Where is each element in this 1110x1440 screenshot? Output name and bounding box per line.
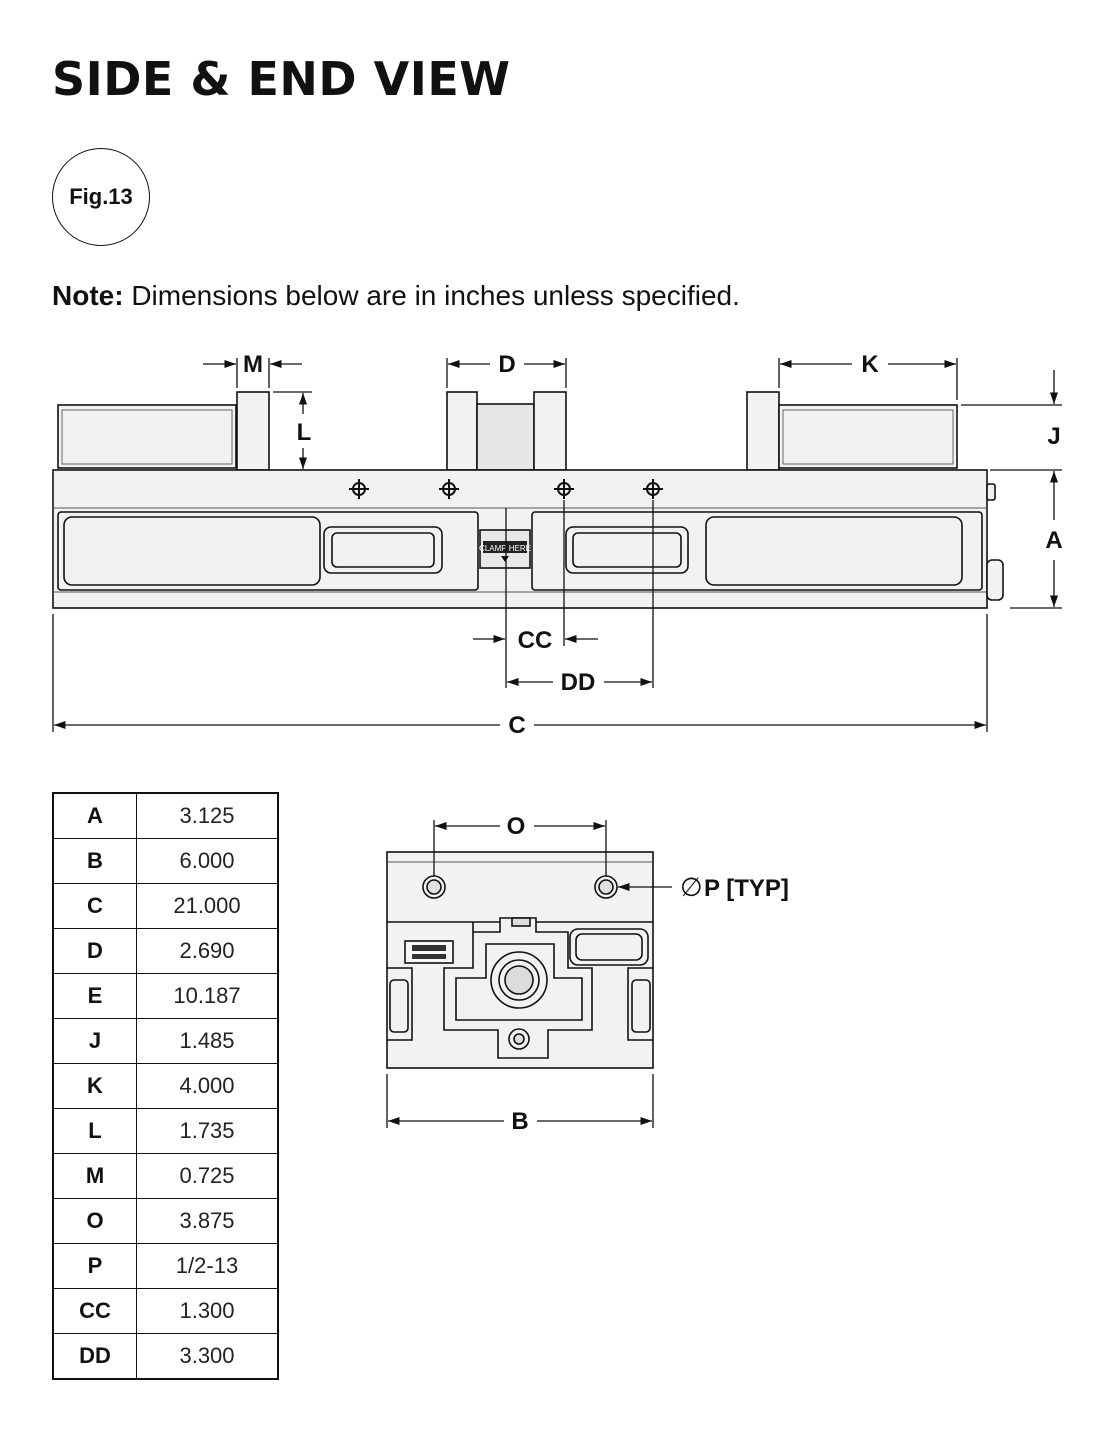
figure-label: Fig.13	[69, 184, 133, 209]
center-jaw-bridge	[476, 403, 535, 471]
dimension-key: D	[52, 928, 137, 974]
label-B: B	[511, 1108, 528, 1135]
dimension-value: 1.300	[136, 1288, 279, 1334]
label-K: K	[861, 351, 879, 378]
dimension-key: M	[52, 1153, 137, 1199]
label-CC: CC	[518, 627, 553, 654]
hole-icon	[643, 479, 663, 499]
note-text: Dimensions below are in inches unless sp…	[123, 280, 740, 311]
page-title: SIDE & END VIEW	[52, 52, 511, 106]
dimension-value: 1.735	[136, 1108, 279, 1154]
dimension-value: 10.187	[136, 973, 279, 1019]
dimension-key: L	[52, 1108, 137, 1154]
mount-hole-icons	[349, 479, 663, 499]
label-J: J	[1047, 423, 1060, 450]
label-D: D	[498, 351, 515, 378]
hole-icon	[439, 479, 459, 499]
dimension-key: J	[52, 1018, 137, 1064]
label-L: L	[297, 419, 312, 446]
dimension-value: 0.725	[136, 1153, 279, 1199]
dimension-key: CC	[52, 1288, 137, 1334]
dimension-value: 3.125	[136, 792, 279, 839]
dimension-value: 6.000	[136, 838, 279, 884]
hole-icon	[554, 479, 574, 499]
side-view: CLAMP HERE	[52, 391, 1004, 609]
side-dimensions	[52, 358, 1062, 732]
hole-icon	[349, 479, 369, 499]
label-C: C	[508, 712, 525, 739]
clamp-label: CLAMP HERE	[479, 544, 531, 553]
label-DD: DD	[561, 669, 596, 696]
label-P: P [TYP]	[704, 875, 789, 902]
dimension-value: 1/2-13	[136, 1243, 279, 1289]
figure-badge: Fig.13	[52, 148, 150, 246]
end-knob	[986, 559, 1004, 601]
right-jaw-plate	[778, 404, 958, 469]
left-jaw-block	[236, 391, 270, 471]
dimension-key: E	[52, 973, 137, 1019]
dimension-key: K	[52, 1063, 137, 1109]
right-jaw-block	[746, 391, 780, 471]
dimension-value: 2.690	[136, 928, 279, 974]
dimension-value: 3.875	[136, 1198, 279, 1244]
dimension-key: B	[52, 838, 137, 884]
dimension-key: P	[52, 1243, 137, 1289]
dimension-key: O	[52, 1198, 137, 1244]
center-jaw-right	[533, 391, 567, 471]
dimension-value: 21.000	[136, 883, 279, 929]
dimension-key: A	[52, 792, 137, 839]
left-jaw-plate	[57, 404, 237, 469]
label-O: O	[507, 813, 526, 840]
diameter-icon: ∅	[680, 873, 703, 903]
center-jaw-left	[446, 391, 478, 471]
note: Note: Dimensions below are in inches unl…	[52, 280, 740, 312]
dimension-key: DD	[52, 1333, 137, 1380]
label-A: A	[1045, 527, 1062, 554]
dimension-key: C	[52, 883, 137, 929]
dimension-value: 1.485	[136, 1018, 279, 1064]
note-label: Note:	[52, 280, 124, 311]
dimension-value: 4.000	[136, 1063, 279, 1109]
end-view	[386, 851, 654, 1069]
end-dimensions	[386, 820, 672, 1128]
dimension-value: 3.300	[136, 1333, 279, 1380]
label-M: M	[243, 351, 263, 378]
